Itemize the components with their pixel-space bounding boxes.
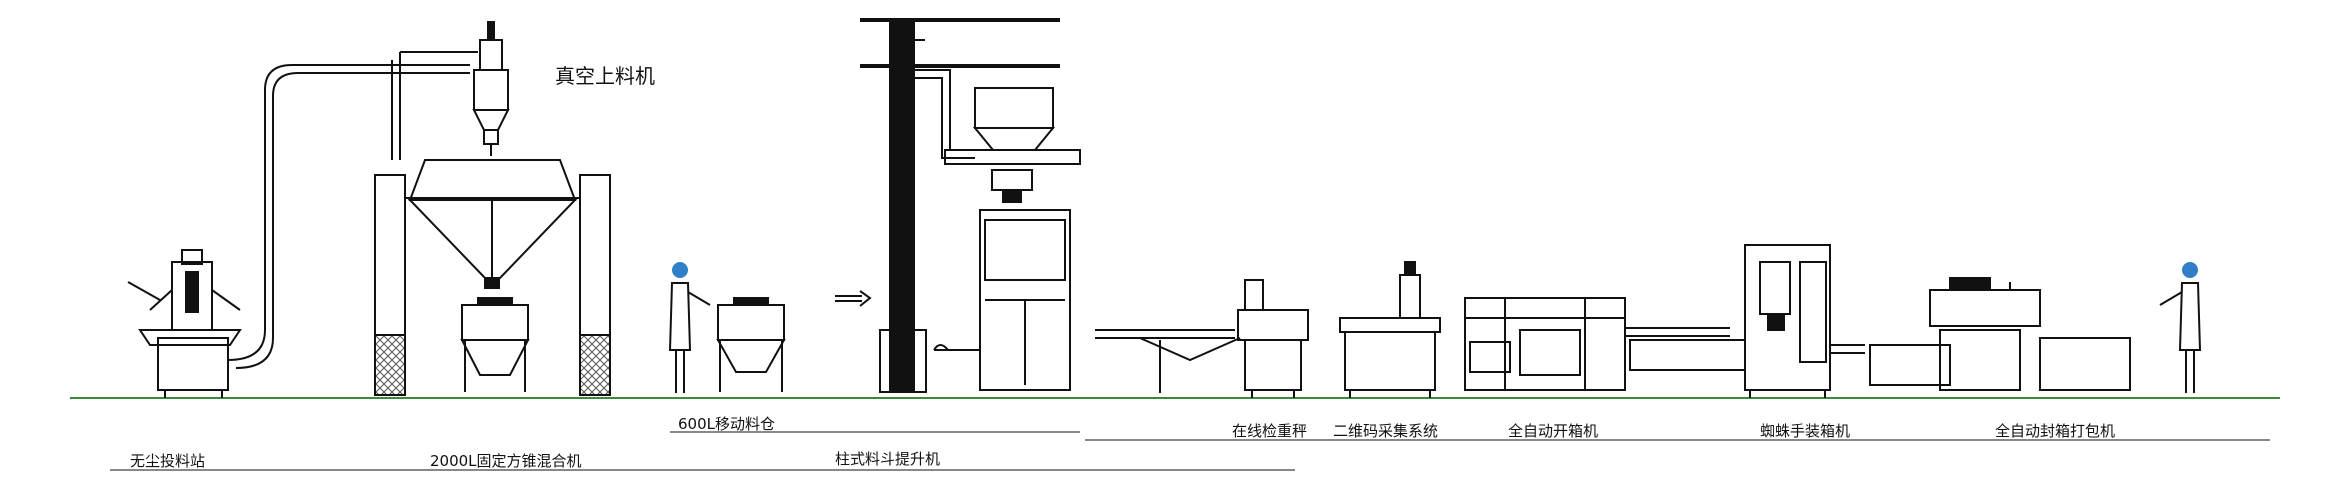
case-erector-machine — [1464, 297, 1730, 391]
label-qr-system: 二维码采集系统 — [1333, 422, 1439, 440]
dust-free-station-machine — [127, 249, 242, 398]
label-case-erector: 全自动开箱机 — [1508, 422, 1599, 440]
label-spider-packer: 蜘蛛手装箱机 — [1760, 422, 1851, 440]
label-checkweigher: 在线检重秤 — [1232, 422, 1308, 440]
qr-system-machine — [1339, 261, 1441, 398]
label-vacuum-loader: 真空上料机 — [555, 64, 655, 88]
checkweigher-machine — [1237, 279, 1309, 398]
vacuum-loader-machine — [391, 21, 510, 160]
label-square-cone-mixer: 2000L固定方锥混合机 — [430, 452, 582, 470]
flow-arrow — [835, 290, 872, 307]
conveyors — [1095, 329, 1241, 393]
label-mobile-bin: 600L移动料仓 — [678, 415, 775, 433]
mobile-bin-machine — [716, 297, 786, 392]
spider-packer-machine — [1629, 244, 1865, 398]
label-column-lifter: 柱式料斗提升机 — [835, 450, 941, 468]
square-cone-mixer-machine — [374, 159, 611, 396]
operator-1 — [668, 262, 711, 393]
label-dust-free-station: 无尘投料站 — [130, 452, 206, 470]
operator-2 — [2159, 262, 2202, 393]
sealer-strapper-machine — [1869, 277, 2131, 391]
column-lifter-machine — [860, 18, 1081, 393]
vacuum-pipe — [227, 64, 470, 369]
label-sealer-strapper: 全自动封箱打包机 — [1995, 422, 2116, 440]
